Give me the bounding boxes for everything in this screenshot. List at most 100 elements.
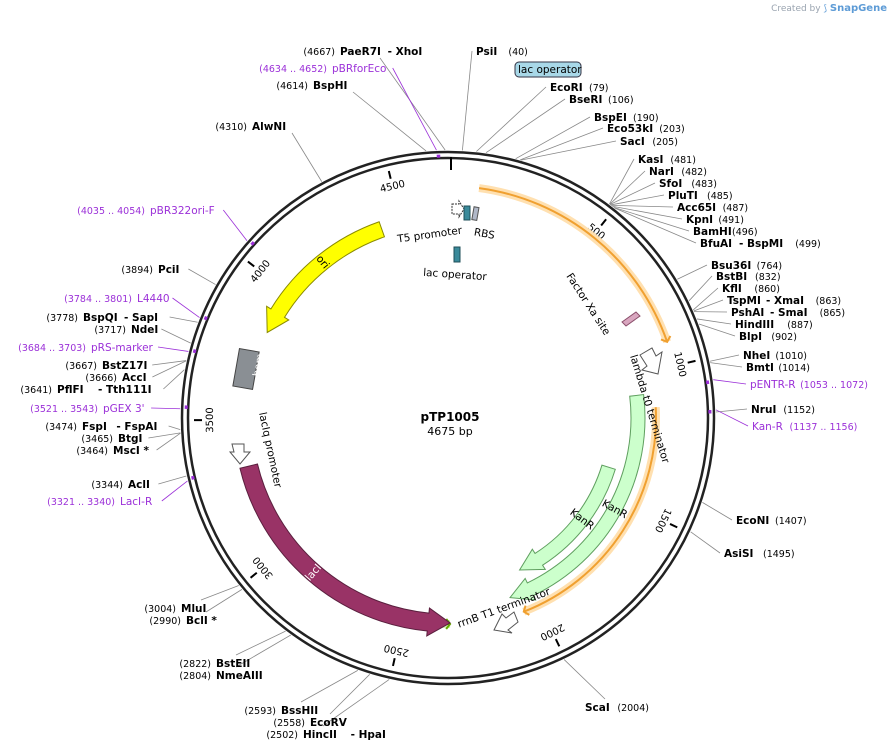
enzyme-nhei[interactable]: NheI(1010) [743,350,807,362]
enzyme-kfli[interactable]: KflI(860) [722,283,780,295]
primer-position-prs-marker: (3684 .. 3703) [18,343,86,354]
rbs-feature[interactable]: RBS [471,206,496,242]
enzyme-isoschizomer-bspmi: - BspMI [739,238,783,250]
t5-promoter-feature[interactable]: T5 promoter [396,199,465,246]
enzyme-bstz17i[interactable]: (3667)BstZ17I [65,360,147,372]
enzyme-isoschizomer-xhoi: - XhoI [388,46,423,58]
primer-pbr322ori-f[interactable]: (4035 .. 4054)pBR322ori-F [77,205,215,217]
enzyme-name-kpni: KpnI [686,214,713,226]
enzyme-psii[interactable]: PsiI(40) [476,46,528,58]
enzyme-pluti[interactable]: PluTI(485) [668,190,733,202]
enzyme-ndei[interactable]: (3717)NdeI [94,324,158,336]
enzyme-pshai[interactable]: PshAI- SmaI(865) [731,307,845,319]
enzyme-eco53ki[interactable]: Eco53kI(203) [607,123,685,135]
enzyme-bseri[interactable]: BseRI(106) [569,94,634,106]
enzyme-position-kpni: (491) [718,215,744,226]
enzyme-nmeaiii[interactable]: (2804)NmeAIII [179,670,262,682]
enzyme-hincii[interactable]: (2502)HincII- HpaI [266,729,386,741]
lac-operator-feature-2[interactable]: lac operator [423,246,488,283]
leader-ecori [476,86,547,152]
tick-label-3500: 3500 [205,407,216,433]
enzyme-name-nhei: NheI [743,350,770,362]
enzyme-bspqi[interactable]: (3778)BspQI- SapI [46,312,158,324]
lac-operator-feature-1[interactable] [463,205,471,221]
enzyme-bsu36i[interactable]: Bsu36I(764) [711,260,782,272]
enzyme-bmti[interactable]: BmtI(1014) [746,362,810,374]
enzyme-acc65i[interactable]: Acc65I(487) [677,202,748,214]
leader-hindiii [696,318,732,325]
enzyme-kpni[interactable]: KpnI (491) [686,214,744,226]
enzyme-acci[interactable]: (3666)AccI [85,372,146,384]
enzyme-position-paer7i: (4667) [303,47,335,58]
enzyme-bspei[interactable]: BspEI(190) [594,112,659,124]
enzyme-pcii[interactable]: (3894)PciI [121,264,179,276]
enzyme-position-blpi: (902) [771,332,797,343]
lac-operator-callout-box[interactable] [514,61,582,78]
enzyme-hindiii[interactable]: HindIII(887) [735,319,813,331]
leader-nrui [715,408,748,413]
enzyme-fspi[interactable]: (3474)FspI- FspAI [45,421,157,433]
enzyme-bsphi[interactable]: (4614)BspHI [276,80,347,92]
backbone-inner [186,156,710,680]
leader-btgi [148,432,181,439]
enzyme-bcli[interactable]: (2990)BclI * [149,615,217,627]
enzyme-msci[interactable]: (3464)MscI * [76,445,149,457]
primer-mark-pbr322ori-f [250,241,255,246]
primer-pentr-r[interactable]: pENTR-R(1053 .. 1072) [750,379,868,391]
enzyme-btgi[interactable]: (3465)BtgI [81,433,142,445]
enzyme-position-nrui: (1152) [783,405,815,416]
enzyme-bfuai[interactable]: BfuAI- BspMI(499) [700,238,821,250]
enzyme-name-pshai: PshAI [731,307,764,319]
enzyme-isoschizomer-hpai: - HpaI [351,729,386,741]
enzyme-name-acli: AclI [128,479,150,491]
primer-laci-r[interactable]: (3321 .. 3340)LacI-R [47,496,152,508]
enzyme-name-scai: ScaI [585,702,610,714]
primer-pgex-3[interactable]: (3521 .. 3543)pGEX 3' [30,403,144,415]
kanr-inner-arrow[interactable] [518,464,616,571]
enzyme-blpi[interactable]: BlpI(902) [739,331,797,343]
enzyme-mlui[interactable]: (3004)MluI [144,603,206,615]
enzyme-acli[interactable]: (3344)AclI [91,479,149,491]
enzyme-nari[interactable]: NarI(482) [649,166,707,178]
enzyme-bsteii[interactable]: (2822)BstEII [179,658,250,670]
enzyme-saci[interactable]: SacI(205) [620,136,678,148]
enzyme-scai[interactable]: ScaI(2004) [585,702,649,714]
primer-position-pbrforeco: (4634 .. 4652) [259,64,327,75]
leader-ndei [161,328,191,344]
primer-name-pentr-r: pENTR-R [750,379,796,391]
enzyme-position-pshai: (865) [820,308,846,319]
enzyme-position-ecorv: (2558) [273,718,305,729]
primer-prs-marker[interactable]: (3684 .. 3703)pRS-marker [18,342,153,354]
kanr-outer-arrow[interactable] [509,394,646,601]
leader-mlui [200,585,239,601]
primer-name-pbr322ori-f: pBR322ori-F [150,205,215,217]
leader-acc65i [611,204,674,208]
enzyme-sfoi[interactable]: SfoI(483) [659,178,717,190]
enzyme-name-bspei: BspEI [594,112,627,124]
primer-kan-r[interactable]: Kan-R(1137 .. 1156) [752,421,857,433]
ori-arrow[interactable] [266,221,386,334]
enzyme-alwni[interactable]: (4310)AlwNI [215,121,286,133]
leader-kpni [612,205,683,220]
primer-pbrforeco[interactable]: (4634 .. 4652)pBRforEco [259,63,386,75]
enzyme-position-nari: (482) [681,167,707,178]
enzyme-bamhi[interactable]: BamHI(496) [693,226,758,238]
enzyme-ecorv[interactable]: (2558)EcoRV [273,717,347,729]
enzyme-name-fspi: FspI [82,421,107,433]
enzyme-bstbi[interactable]: BstBI(832) [716,271,781,283]
enzyme-nrui[interactable]: NruI(1152) [751,404,815,416]
enzyme-pflfi[interactable]: (3641)PflFI- Tth111I [20,384,151,396]
enzyme-econi[interactable]: EcoNI(1407) [736,515,807,527]
enzyme-ecori[interactable]: EcoRI(79) [550,82,609,94]
enzyme-bsshii[interactable]: (2593)BssHII [244,705,318,717]
enzyme-asisi[interactable]: AsiSI(1495) [724,548,795,560]
enzyme-paer7i[interactable]: (4667)PaeR7I- XhoI [303,46,422,58]
bom-feature[interactable]: bom [232,347,267,391]
enzyme-kasi[interactable]: KasI(481) [638,154,696,166]
enzyme-tspmi[interactable]: TspMI- XmaI(863) [727,295,841,307]
tick-mark-4000 [247,260,255,268]
primer-l4440[interactable]: (3784 .. 3801)L4440 [64,293,169,305]
factor-xa-feature[interactable]: Factor Xa site [563,271,641,338]
laci-arrow[interactable] [239,463,451,637]
